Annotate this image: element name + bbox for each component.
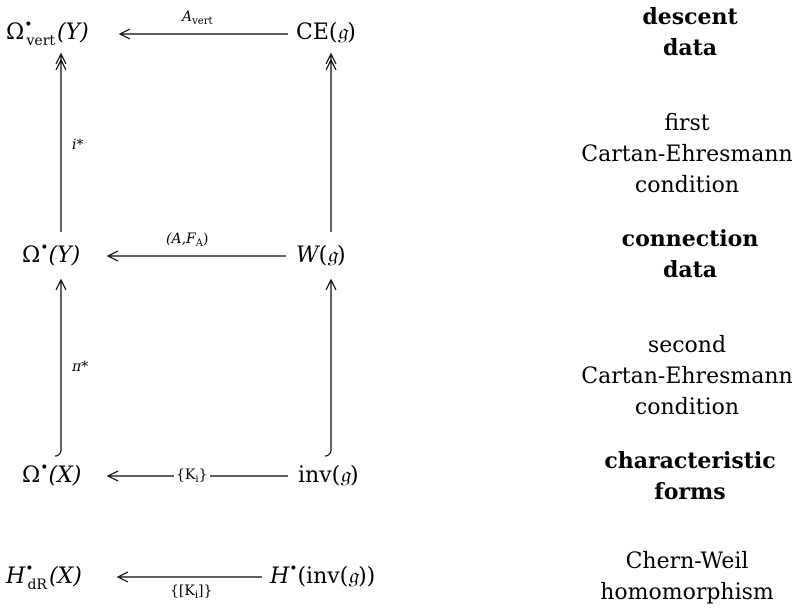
label-k-i: {Ki} <box>174 467 210 485</box>
node-ce: CE(𝔤) <box>296 20 356 45</box>
label-a-vert: Avert <box>182 9 213 27</box>
label-pi-star: π* <box>72 359 89 375</box>
side-first-cartan-ehresmann: first Cartan-Ehresmann condition <box>581 111 793 198</box>
side-second-cartan-ehresmann: second Cartan-Ehresmann condition <box>581 333 793 420</box>
node-omega-x: Ω•(X) <box>22 460 82 488</box>
side-connection-data: connection data <box>621 226 759 283</box>
node-inv: inv(𝔤) <box>298 463 359 488</box>
label-i-star: i* <box>72 137 84 153</box>
node-h-inv: H•(inv(𝔤)) <box>270 561 376 589</box>
node-h-dr: H•dR(X) <box>6 561 82 593</box>
node-omega-y: Ω•(Y) <box>22 240 81 268</box>
side-descent-data: descent data <box>642 4 738 61</box>
node-omega-vert: Ω•vert(Y) <box>6 17 89 49</box>
side-chern-weil-homomorphism: Chern-Weil homomorphism <box>600 549 774 605</box>
label-connection: (A,FA) <box>166 231 209 249</box>
node-w: W(𝔤) <box>296 243 346 268</box>
side-characteristic-forms: characteristic forms <box>604 448 776 505</box>
label-k-i-class: {[Ki]} <box>170 583 213 601</box>
